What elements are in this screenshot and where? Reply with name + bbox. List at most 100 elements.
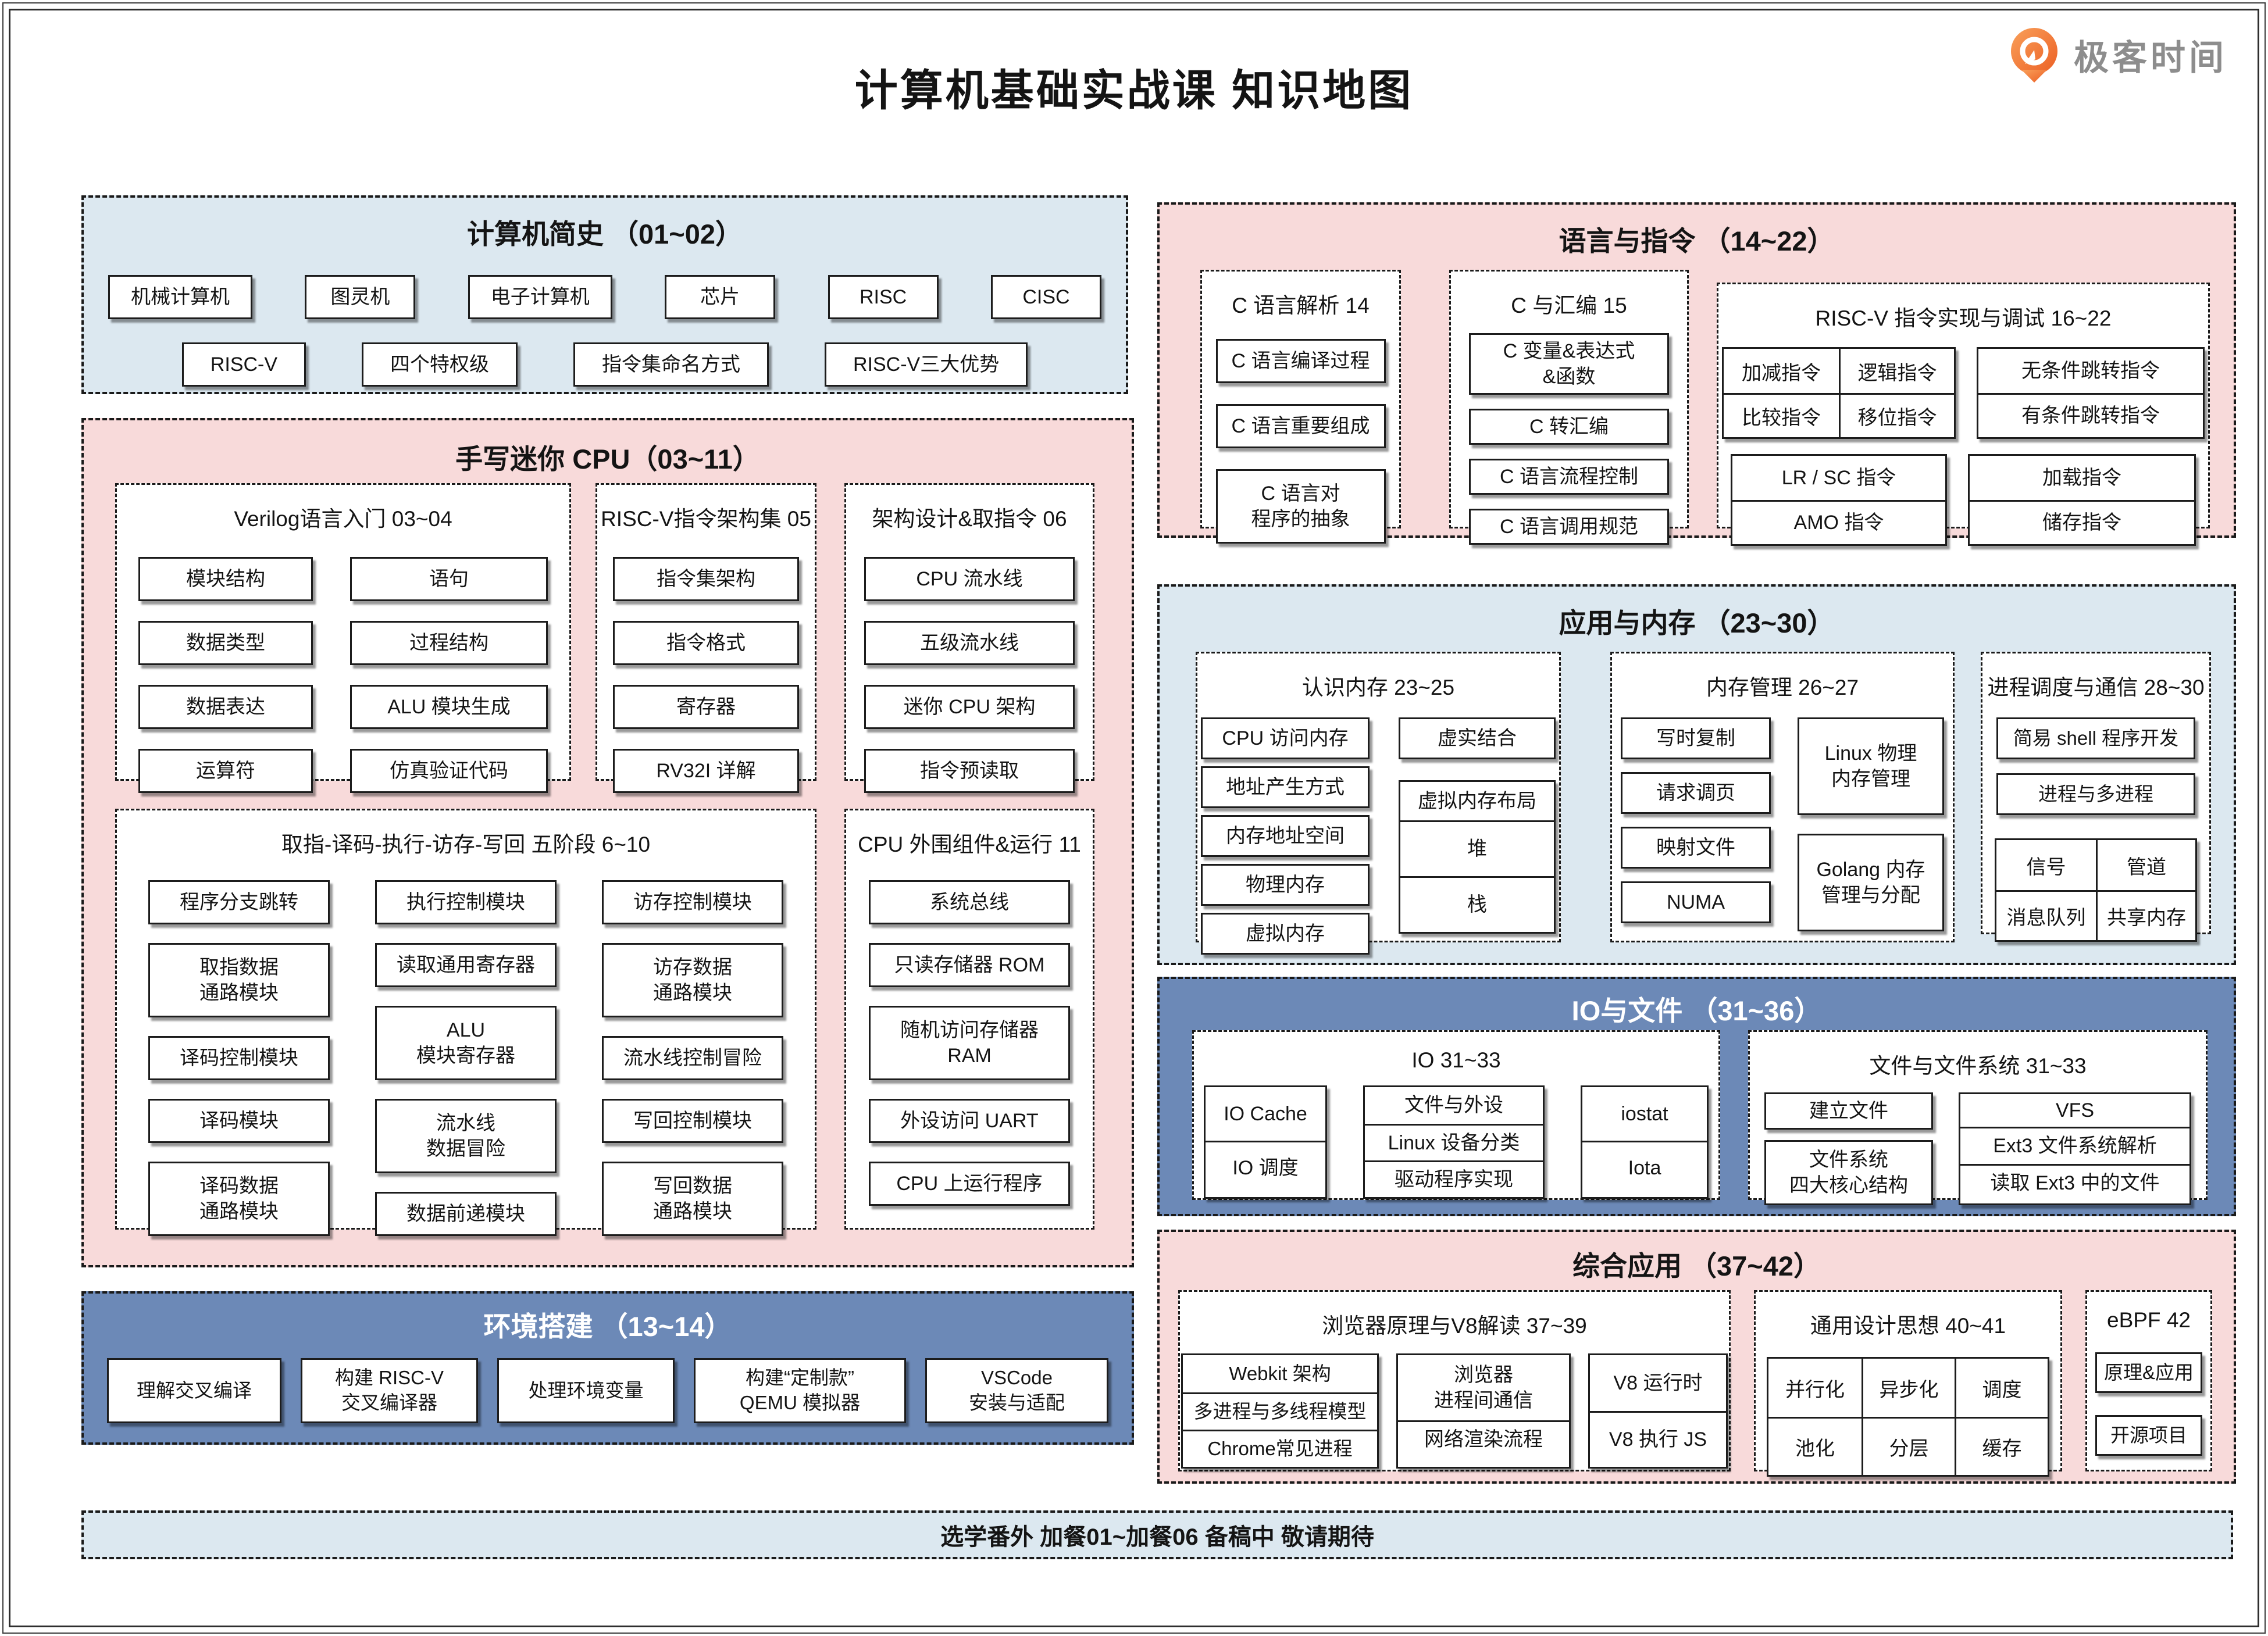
topic-box: CPU 上运行程序 <box>869 1162 1070 1206</box>
topic-box: 写回控制模块 <box>602 1099 783 1143</box>
topic-cell: 加载指令 <box>2042 466 2121 489</box>
topic-cell: Iota <box>1582 1141 1707 1194</box>
topic-cell: 加减指令 <box>1742 362 1821 384</box>
topic-box: 写回数据 通路模块 <box>602 1162 783 1236</box>
topic-cell: AMO 指令 <box>1732 500 1945 544</box>
stages-columns: 程序分支跳转 取指数据 通路模块 译码控制模块 译码模块 译码数据 通路模块 执… <box>117 880 815 1236</box>
topic-cell: Linux 设备分类 <box>1365 1124 1543 1160</box>
topic-box: 模块结构 <box>138 557 313 601</box>
topic-cell: Chrome常见进程 <box>1183 1430 1377 1467</box>
topic-cell: 缓存 <box>1955 1417 2048 1475</box>
topic-box: 原理&应用 <box>2095 1352 2202 1393</box>
panel-verilog: Verilog语言入门 03~04 模块结构 语句 数据类型 过程结构 数据表达… <box>115 483 571 793</box>
footer-banner-text: 选学番外 加餐01~加餐06 备稿中 敬请期待 <box>940 1524 1374 1550</box>
process-column: 简易 shell 程序开发 进程与多进程 信号 管道 消息队列 共享内存 <box>1982 717 2209 942</box>
topic-box: C 语言流程控制 <box>1469 459 1669 495</box>
topic-cell: 多进程与多线程模型 <box>1183 1392 1377 1430</box>
topic-cell: 网络渲染流程 <box>1398 1420 1569 1458</box>
topic-box: 指令集命名方式 <box>573 342 769 387</box>
c-assembly-column: C 变量&表达式 &函数 C 转汇编 C 语言流程控制 C 语言调用规范 <box>1451 333 1687 545</box>
topic-cell: 比较指令 <box>1724 393 1839 437</box>
panel-c-assembly: C 与汇编 15 C 变量&表达式 &函数 C 转汇编 C 语言流程控制 C 语… <box>1449 270 1689 545</box>
know-memory-column-2: 虚实结合 虚拟内存布局 堆 栈 <box>1399 717 1556 955</box>
topic-box: 物理内存 <box>1201 864 1370 906</box>
topic-box: 内存地址空间 <box>1201 815 1370 857</box>
section-language-instructions: 语言与指令 （14~22） C 语言解析 14 C 语言编译过程 C 语言重要组… <box>1157 202 2236 546</box>
panel-five-stages-title: 取指-译码-执行-访存-写回 五阶段 6~10 <box>281 833 651 856</box>
design-principles-grid: 并行化 异步化 调度 池化 分层 缓存 <box>1767 1357 2049 1477</box>
topic-cell: 文件与外设 <box>1404 1094 1503 1117</box>
topic-box: 处理环境变量 <box>497 1358 675 1423</box>
topic-box: 图灵机 <box>305 275 416 319</box>
topic-box: RISC-V <box>181 342 306 387</box>
topic-box: 芯片 <box>665 275 776 319</box>
panel-filesystem: 文件与文件系统 31~33 建立文件 文件系统 四大核心结构 VFS Ext3 … <box>1748 1030 2208 1205</box>
riscv-instruction-grid: 加减指令 逻辑指令 比较指令 移位指令 <box>1722 347 1956 439</box>
section-mini-cpu: 手写迷你 CPU（03~11） Verilog语言入门 03~04 模块结构 语… <box>81 418 1134 1267</box>
inner-frame <box>9 9 2259 1627</box>
topic-box: C 语言对 程序的抽象 <box>1215 469 1386 544</box>
webkit-stack: Webkit 架构 多进程与多线程模型 Chrome常见进程 <box>1181 1353 1379 1469</box>
section-comprehensive-apps: 综合应用 （37~42） 浏览器原理与V8解读 37~39 Webkit 架构 … <box>1157 1230 2236 1484</box>
topic-cell: 有条件跳转指令 <box>1978 393 2203 437</box>
topic-box: 构建 RISC-V 交叉编译器 <box>301 1358 478 1423</box>
geektime-logo: 极客时间 <box>2004 24 2227 85</box>
browser-process-stack: 浏览器 进程间通信 网络渲染流程 <box>1396 1353 1571 1469</box>
browser-columns: Webkit 架构 多进程与多线程模型 Chrome常见进程 浏览器 进程间通信… <box>1180 1353 1729 1469</box>
topic-cell: 驱动程序实现 <box>1365 1160 1543 1197</box>
filesystem-columns: 建立文件 文件系统 四大核心结构 VFS Ext3 文件系统解析 读取 Ext3… <box>1750 1092 2206 1205</box>
topic-box: 寄存器 <box>613 685 799 729</box>
panel-riscv-instructions: RISC-V 指令实现与调试 16~22 加减指令 逻辑指令 比较指令 移位指令… <box>1717 283 2210 546</box>
topic-cell: 无条件跳转指令 <box>2021 359 2160 382</box>
topic-box: 程序分支跳转 <box>148 880 330 924</box>
topic-cell: 共享内存 <box>2096 890 2195 940</box>
topic-cell: 分层 <box>1862 1417 1955 1475</box>
topic-cell: V8 运行时 <box>1613 1371 1703 1394</box>
memory-management-columns: 写时复制 请求调页 映射文件 NUMA Linux 物理 内存管理 Golang… <box>1612 717 1953 931</box>
topic-box: 仿真验证代码 <box>350 749 548 793</box>
panel-ebpf-title: eBPF 42 <box>2107 1308 2191 1332</box>
topic-cell: 储存指令 <box>1970 500 2194 544</box>
riscv-row-2: LR / SC 指令 AMO 指令 加载指令 储存指令 <box>1718 454 2208 546</box>
page-title: 计算机基础实战课 知识地图 <box>854 66 1414 115</box>
panel-arch-design-title: 架构设计&取指令 06 <box>872 507 1067 531</box>
topic-box: 指令格式 <box>613 621 799 665</box>
panel-cpu-peripherals: CPU 外围组件&运行 11 系统总线 只读存储器 ROM 随机访问存储器 RA… <box>844 809 1094 1230</box>
topic-cell: 堆 <box>1400 820 1554 876</box>
footer-banner: 选学番外 加餐01~加餐06 备稿中 敬请期待 <box>81 1510 2233 1559</box>
iostat-stack: iostat Iota <box>1581 1085 1709 1199</box>
panel-riscv-isa: RISC-V指令架构集 05 指令集架构 指令格式 寄存器 RV32I 详解 <box>595 483 816 793</box>
topic-box: 简易 shell 程序开发 <box>1996 717 2195 759</box>
know-memory-columns: CPU 访问内存 地址产生方式 内存地址空间 物理内存 虚拟内存 虚实结合 虚拟… <box>1197 717 1559 955</box>
topic-cell: 异步化 <box>1862 1359 1955 1417</box>
topic-box: 过程结构 <box>350 621 548 665</box>
memory-management-column-1: 写时复制 请求调页 映射文件 NUMA <box>1621 717 1771 931</box>
topic-box: 地址产生方式 <box>1201 766 1370 808</box>
panel-browser-v8: 浏览器原理与V8解读 37~39 Webkit 架构 多进程与多线程模型 Chr… <box>1178 1290 1731 1471</box>
isa-column: 指令集架构 指令格式 寄存器 RV32I 详解 <box>597 557 815 793</box>
topic-cell: 读取 Ext3 中的文件 <box>1960 1164 2189 1201</box>
topic-box: 数据类型 <box>138 621 313 665</box>
topic-cell: 栈 <box>1400 876 1554 932</box>
topic-box: 访存控制模块 <box>602 880 783 924</box>
topic-cell: 并行化 <box>1785 1378 1845 1401</box>
section-computer-history-title: 计算机简史 （01~02） <box>466 219 743 249</box>
topic-cell: Ext3 文件系统解析 <box>1960 1127 2189 1164</box>
topic-box: Linux 物理 内存管理 <box>1798 717 1944 815</box>
panel-process-scheduling-title: 进程调度与通信 28~30 <box>1987 676 2205 699</box>
io-devices-stack: 文件与外设 Linux 设备分类 驱动程序实现 <box>1363 1085 1545 1199</box>
topic-box: CPU 流水线 <box>864 557 1075 601</box>
io-cache-stack: IO Cache IO 调度 <box>1204 1085 1327 1199</box>
panel-c-parsing-title: C 语言解析 14 <box>1232 294 1370 317</box>
peripherals-column: 系统总线 只读存储器 ROM 随机访问存储器 RAM 外设访问 UART CPU… <box>846 880 1093 1206</box>
topic-box: 取指数据 通路模块 <box>148 943 330 1017</box>
topic-box: 执行控制模块 <box>375 880 557 924</box>
topic-box: ALU 模块生成 <box>350 685 548 729</box>
topic-box: 只读存储器 ROM <box>869 943 1070 987</box>
topic-cell: 信号 <box>2026 856 2066 878</box>
jump-instructions-stack: 无条件跳转指令 有条件跳转指令 <box>1977 347 2205 439</box>
panel-cpu-peripherals-title: CPU 外围组件&运行 11 <box>858 833 1081 856</box>
topic-box: VSCode 安装与适配 <box>925 1358 1108 1423</box>
topic-box: 文件系统 四大核心结构 <box>1764 1140 1933 1205</box>
